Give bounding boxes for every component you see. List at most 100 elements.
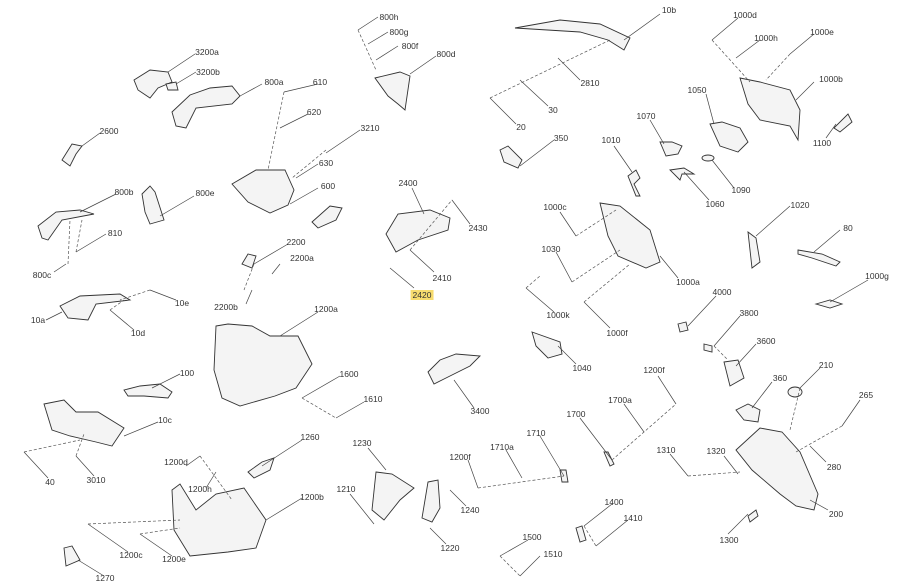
callout-1000k[interactable]: 1000k	[546, 310, 570, 320]
callout-2420-highlighted[interactable]: 2420	[410, 290, 434, 300]
callout-1510[interactable]: 1510	[543, 549, 563, 559]
part-1270	[63, 545, 81, 567]
callout-265[interactable]: 265	[858, 390, 874, 400]
callout-10c[interactable]: 10c	[158, 415, 172, 425]
callout-2200[interactable]: 2200	[286, 237, 306, 247]
callout-2430[interactable]: 2430	[468, 223, 488, 233]
callout-1310[interactable]: 1310	[656, 445, 676, 455]
callout-1200a[interactable]: 1200a	[314, 304, 338, 314]
part-200	[735, 427, 819, 511]
callout-1200c[interactable]: 1200c	[119, 550, 143, 560]
part-10b	[514, 19, 631, 51]
callout-1200f-lower[interactable]: 1200f	[449, 452, 471, 462]
callout-360[interactable]: 360	[772, 373, 788, 383]
callout-3200a[interactable]: 3200a	[195, 47, 219, 57]
part-1050	[709, 121, 749, 153]
callout-2410[interactable]: 2410	[432, 273, 452, 283]
callout-3210[interactable]: 3210	[360, 123, 380, 133]
callout-2200a[interactable]: 2200a	[290, 253, 314, 263]
callout-1020[interactable]: 1020	[790, 200, 810, 210]
callout-1320[interactable]: 1320	[706, 446, 726, 456]
callout-1060[interactable]: 1060	[705, 199, 725, 209]
callout-280[interactable]: 280	[826, 462, 842, 472]
callout-1010[interactable]: 1010	[601, 135, 621, 145]
callout-1710[interactable]: 1710	[526, 428, 546, 438]
callout-10a[interactable]: 10a	[30, 315, 46, 325]
callout-1600[interactable]: 1600	[339, 369, 359, 379]
callout-600[interactable]: 600	[320, 181, 336, 191]
callout-800h[interactable]: 800h	[379, 12, 399, 22]
callout-800d[interactable]: 800d	[436, 49, 456, 59]
callout-2810[interactable]: 2810	[580, 78, 600, 88]
callout-1710a[interactable]: 1710a	[490, 442, 514, 452]
callout-620[interactable]: 620	[306, 107, 322, 117]
callout-1700[interactable]: 1700	[566, 409, 586, 419]
callout-350[interactable]: 350	[553, 133, 569, 143]
callout-100[interactable]: 100	[179, 368, 195, 378]
callout-1300[interactable]: 1300	[719, 535, 739, 545]
callout-1260[interactable]: 1260	[300, 432, 320, 442]
callout-610[interactable]: 610	[312, 77, 328, 87]
callout-3010[interactable]: 3010	[86, 475, 106, 485]
callout-1000f[interactable]: 1000f	[606, 328, 628, 338]
parts	[37, 19, 853, 567]
callout-1000e[interactable]: 1000e	[810, 27, 834, 37]
callout-1000g[interactable]: 1000g	[865, 271, 889, 281]
part-2400	[385, 209, 451, 253]
callout-1200f-upper[interactable]: 1200f	[643, 365, 665, 375]
callout-3200b[interactable]: 3200b	[196, 67, 220, 77]
callout-1000h[interactable]: 1000h	[754, 33, 778, 43]
callout-1410[interactable]: 1410	[623, 513, 643, 523]
callout-1700a[interactable]: 1700a	[608, 395, 632, 405]
callout-10b[interactable]: 10b	[661, 5, 677, 15]
callout-2200b[interactable]: 2200b	[214, 302, 238, 312]
callout-3800[interactable]: 3800	[739, 308, 759, 318]
callout-1000a[interactable]: 1000a	[676, 277, 700, 287]
callout-200[interactable]: 200	[828, 509, 844, 519]
callout-40[interactable]: 40	[45, 477, 55, 487]
callout-1040[interactable]: 1040	[572, 363, 592, 373]
callout-1000b[interactable]: 1000b	[819, 74, 843, 84]
callout-810[interactable]: 810	[107, 228, 123, 238]
part-1700	[603, 451, 615, 467]
callout-3400[interactable]: 3400	[470, 406, 490, 416]
callout-1070[interactable]: 1070	[636, 111, 656, 121]
callout-800c[interactable]: 800c	[32, 270, 52, 280]
callout-2600[interactable]: 2600	[99, 126, 119, 136]
callout-10e[interactable]: 10e	[174, 298, 190, 308]
callout-2400[interactable]: 2400	[398, 178, 418, 188]
callout-800e[interactable]: 800e	[195, 188, 215, 198]
callout-630[interactable]: 630	[318, 158, 334, 168]
callout-1500[interactable]: 1500	[522, 532, 542, 542]
callout-30[interactable]: 30	[548, 105, 558, 115]
callout-1090[interactable]: 1090	[731, 185, 751, 195]
callout-1240[interactable]: 1240	[460, 505, 480, 515]
callout-10d[interactable]: 10d	[130, 328, 146, 338]
callout-1400[interactable]: 1400	[604, 497, 624, 507]
callout-3600[interactable]: 3600	[756, 336, 776, 346]
callout-1200h[interactable]: 1200h	[188, 484, 212, 494]
callout-1000c[interactable]: 1000c	[543, 202, 567, 212]
callout-800f[interactable]: 800f	[401, 41, 419, 51]
callout-800g[interactable]: 800g	[389, 27, 409, 37]
callout-1050[interactable]: 1050	[687, 85, 707, 95]
part-360	[735, 403, 761, 423]
callout-1210[interactable]: 1210	[336, 484, 356, 494]
callout-1200d[interactable]: 1200d	[164, 457, 188, 467]
callout-1000d[interactable]: 1000d	[733, 10, 757, 20]
callout-1100[interactable]: 1100	[812, 138, 832, 148]
callout-20[interactable]: 20	[516, 122, 526, 132]
callout-4000[interactable]: 4000	[712, 287, 732, 297]
part-1060	[669, 167, 696, 181]
callout-1220[interactable]: 1220	[440, 543, 460, 553]
callout-1230[interactable]: 1230	[352, 438, 372, 448]
callout-1200e[interactable]: 1200e	[162, 554, 186, 564]
callout-1610[interactable]: 1610	[363, 394, 383, 404]
callout-1030[interactable]: 1030	[541, 244, 561, 254]
callout-210[interactable]: 210	[818, 360, 834, 370]
callout-1200b[interactable]: 1200b	[300, 492, 324, 502]
callout-80[interactable]: 80	[843, 223, 853, 233]
callout-1270[interactable]: 1270	[95, 573, 115, 583]
callout-800a[interactable]: 800a	[264, 77, 284, 87]
callout-800b[interactable]: 800b	[114, 187, 134, 197]
